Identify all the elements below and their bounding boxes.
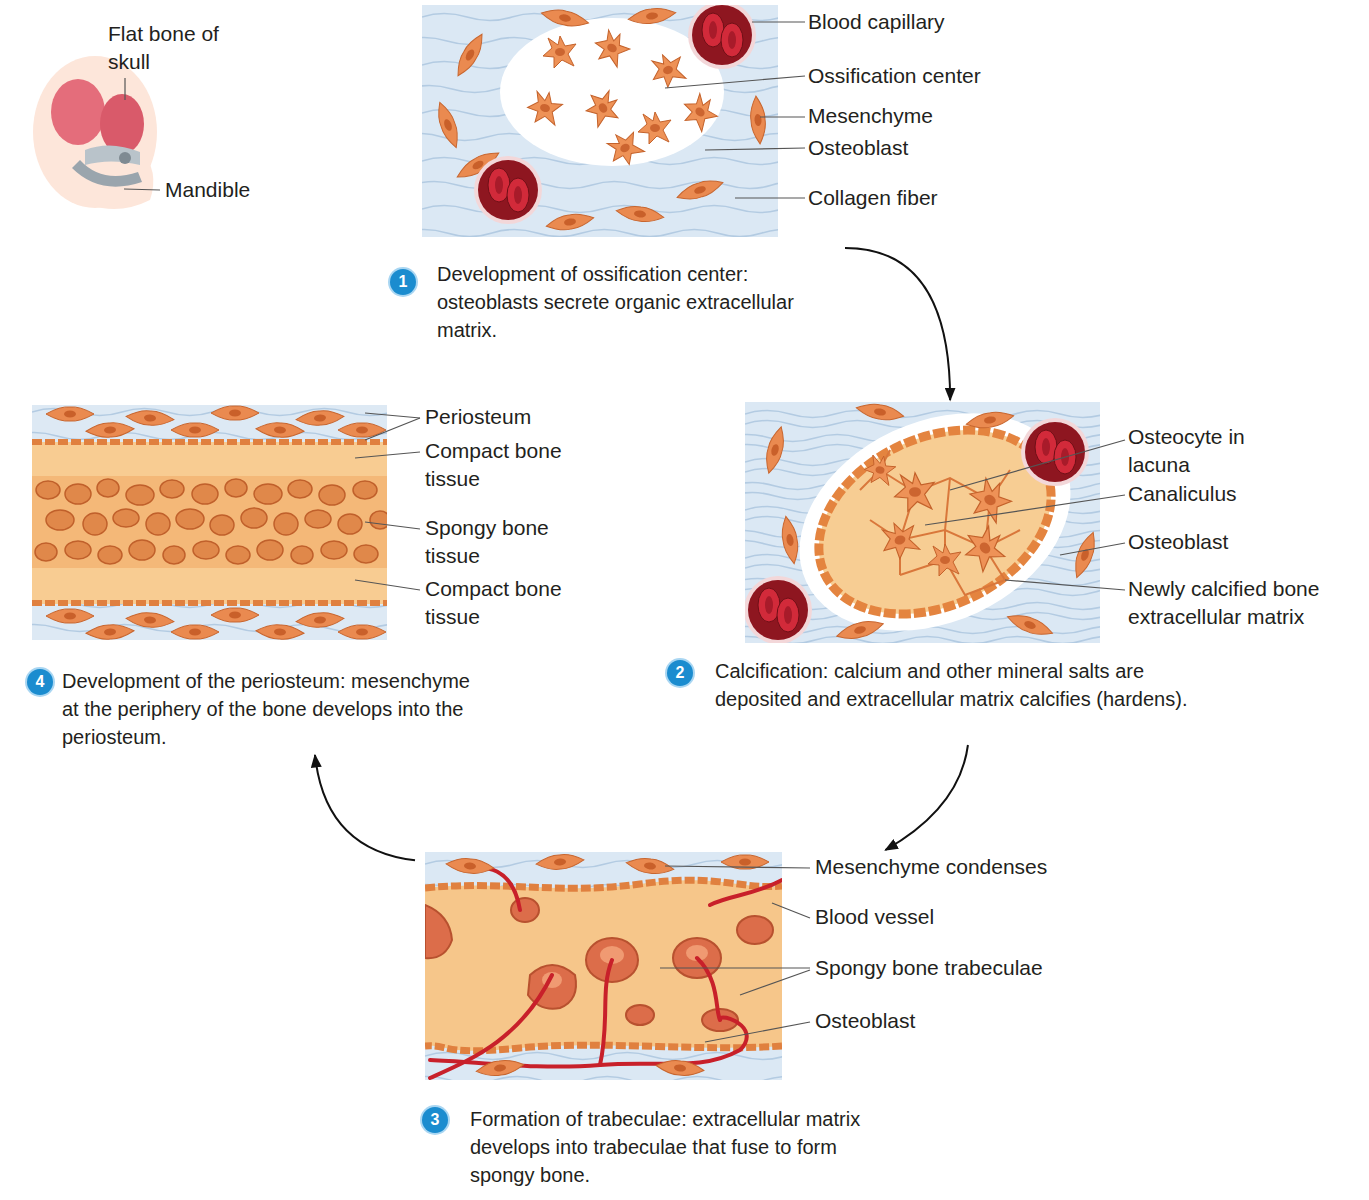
part-label: Mandible	[165, 176, 315, 204]
periosteum-panel	[32, 405, 387, 640]
step-caption: Calcification: calcium and other mineral…	[715, 657, 1205, 713]
callout-number: 4	[27, 669, 53, 695]
step-caption: Development of ossification center: oste…	[437, 260, 797, 344]
part-label: Compact bone tissue	[425, 437, 600, 493]
calcification-panel	[745, 402, 1100, 643]
head-sketch	[33, 56, 160, 209]
callout-number: 2	[667, 660, 693, 686]
part-label: Newly calcified bone extracellular matri…	[1128, 575, 1363, 631]
step-panel: 2Calcification: calcium and other minera…	[660, 400, 1105, 745]
part-label: Collagen fiber	[808, 184, 1008, 212]
part-label: Spongy bone trabeculae	[815, 954, 1115, 982]
part-label: Spongy bone tissue	[425, 514, 600, 570]
callout-number: 1	[390, 269, 416, 295]
leader-lines	[660, 866, 810, 1042]
part-label: Osteoblast	[815, 1007, 1065, 1035]
step-caption: Formation of trabeculae: extracellular m…	[470, 1105, 895, 1189]
part-label: Canaliculus	[1128, 480, 1328, 508]
part-label: Flat bone of skull	[108, 20, 228, 76]
step-arrow	[315, 755, 415, 860]
part-label: Periosteum	[425, 403, 625, 431]
part-label: Mesenchyme	[808, 102, 1008, 130]
trabeculae-panel	[425, 852, 782, 1080]
part-label: Ossification center	[808, 62, 1028, 90]
part-label: Compact bone tissue	[425, 575, 600, 631]
part-label: Mesenchyme condenses	[815, 853, 1115, 881]
part-label: Osteocyte in lacuna	[1128, 423, 1278, 479]
ossification-center-panel	[422, 5, 778, 237]
part-label: Osteoblast	[808, 134, 1008, 162]
part-label: Blood capillary	[808, 8, 1008, 36]
step-arrow	[885, 745, 968, 850]
leader-lines	[665, 22, 805, 198]
part-label: Osteoblast	[1128, 528, 1328, 556]
step-caption: Development of the periosteum: mesenchym…	[62, 667, 472, 751]
leader-lines	[355, 413, 420, 590]
leader-lines	[925, 440, 1125, 590]
step-panel: 1 Development of ossification center: ost…	[385, 5, 845, 350]
step-arrow	[845, 248, 950, 400]
step-panel: 4 Development of the periosteum: mesenchy…	[22, 400, 470, 755]
part-label: Blood vessel	[815, 903, 1065, 931]
callout-number: 3	[422, 1107, 448, 1133]
